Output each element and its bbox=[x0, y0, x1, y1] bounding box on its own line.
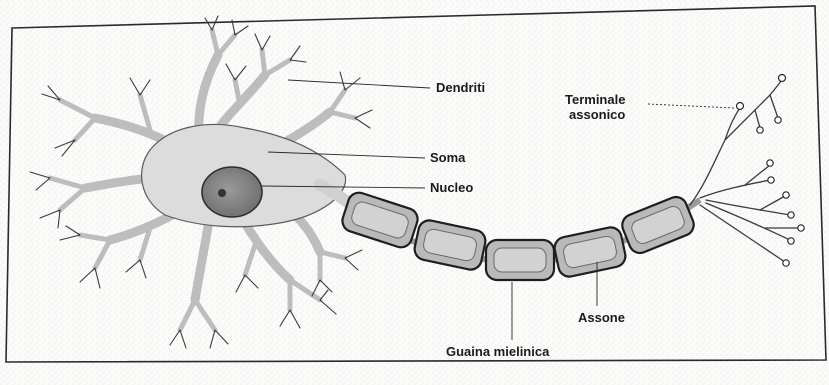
nucleolus bbox=[218, 189, 226, 197]
myelin-sheath-label: Guaina mielinica bbox=[446, 344, 550, 359]
nucleus-shape bbox=[202, 167, 262, 217]
myelin-segment bbox=[486, 240, 554, 280]
nucleus-label: Nucleo bbox=[430, 180, 473, 195]
axon-label: Assone bbox=[578, 310, 625, 325]
soma-label: Soma bbox=[430, 150, 466, 165]
axon-terminal-label-line2: assonico bbox=[569, 107, 625, 122]
dendrites-label: Dendriti bbox=[436, 80, 485, 95]
axon-terminal-label-line1: Terminale bbox=[565, 92, 625, 107]
